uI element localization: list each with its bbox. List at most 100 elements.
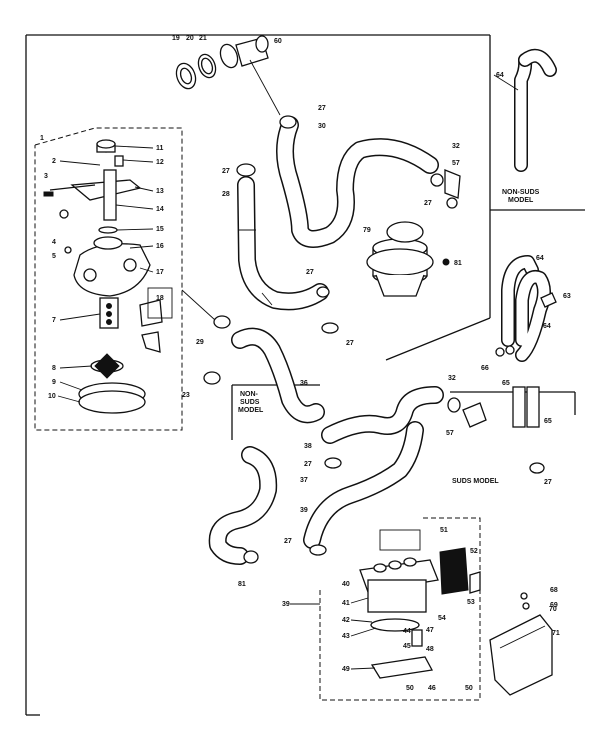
callout: 40 [342,581,350,588]
callout: 7 [52,317,56,324]
callout: 64 [543,323,551,330]
callout: 65 [544,418,552,425]
svg-text:SUDS: SUDS [240,399,260,406]
hose-upper-30 [276,116,439,248]
callout: 49 [342,666,350,673]
callout: 1 [40,135,44,142]
mounting-bracket [489,592,553,696]
pump-assembly [43,139,173,414]
non-suds-hose [514,48,557,172]
caption-suds-model: SUDS MODEL [452,478,499,485]
valve-assembly-box [319,517,481,701]
callout: 27 [304,461,312,468]
clamp-27g [324,457,342,469]
suds-hoses [462,255,557,474]
callout: 3 [44,173,48,180]
callout: 54 [438,615,446,622]
callout: 30 [318,123,326,130]
callout: 32 [452,143,460,150]
callout: 42 [342,617,350,624]
clamp-23 [203,371,221,385]
callout: 66 [481,365,489,372]
callout: 68 [550,587,558,594]
caption-non-suds-mid: NON- SUDS MODEL [238,391,264,414]
clamp-27h [309,544,327,556]
callout: 64 [536,255,544,262]
clamp-81b [243,550,259,564]
clamp-27 [279,115,297,129]
clamp-27e [321,322,339,334]
tub-connector [366,169,461,297]
callout: 71 [552,630,560,637]
hose-38 [303,386,444,549]
callout: 45 [403,643,411,650]
callout: 69 [550,602,558,609]
callout: 19 [172,35,180,42]
callout: 2 [52,158,56,165]
svg-text:MODEL: MODEL [238,407,264,414]
clamp-27b [236,163,256,177]
clamp-32b [447,397,461,413]
frame-lines [25,34,585,716]
callout: 41 [342,600,350,607]
callout: 14 [156,206,164,213]
callout: 15 [156,226,164,233]
callout: 32 [448,375,456,382]
callout: 65 [502,380,510,387]
callout: 39 [282,601,290,608]
callout: 20 [186,35,194,42]
non-suds-mid-hose [231,327,325,424]
callout: 50 [465,685,473,692]
callout: 46 [428,685,436,692]
callout: 13 [156,188,164,195]
pump-assembly-box [34,127,216,431]
callout: 51 [440,527,448,534]
svg-text:NON-: NON- [240,391,259,398]
callout: 60 [274,38,282,45]
clamp-29 [213,315,231,329]
hose-28 [237,176,329,311]
callout: 81 [238,581,246,588]
callout: 43 [342,633,350,640]
callout: 5 [52,253,56,260]
callout: 4 [52,239,56,246]
callout: 57 [446,430,454,437]
callout: 57 [452,160,460,167]
callout: 8 [52,365,56,372]
callout: 27 [424,200,432,207]
callout: 9 [52,379,56,386]
callout: 36 [300,380,308,387]
callout: 53 [467,599,475,606]
callout: 27 [284,538,292,545]
caption-non-suds-top: NON-SUDS MODEL [502,189,540,204]
callout: 16 [156,243,164,250]
callout: 27 [318,105,326,112]
callout: 38 [304,443,312,450]
callout: 21 [199,35,207,42]
svg-text:NON-SUDS: NON-SUDS [502,189,540,196]
callout: 47 [426,627,434,634]
callout: 44 [403,628,411,635]
callout: 10 [48,393,56,400]
callout: 63 [563,293,571,300]
rings-and-inlet [175,35,281,116]
callout-numbers: 1 2 3 4 5 7 8 9 10 11 12 13 14 15 16 17 … [40,35,571,692]
callout: 39 [300,507,308,514]
clamp-27d [316,286,330,298]
callout: 27 [346,340,354,347]
callout: 27 [306,269,314,276]
leader-lines [57,74,519,670]
callout: 17 [156,269,164,276]
svg-text:MODEL: MODEL [508,197,534,204]
callout: 27 [222,168,230,175]
callout: 81 [454,260,462,267]
callout: 11 [156,145,164,152]
callout: 28 [222,191,230,198]
callout: 50 [406,685,414,692]
callout: 64 [496,72,504,79]
callout: 48 [426,646,434,653]
callout: 37 [300,477,308,484]
callout: 70 [549,606,557,613]
hose-37 [208,446,278,565]
